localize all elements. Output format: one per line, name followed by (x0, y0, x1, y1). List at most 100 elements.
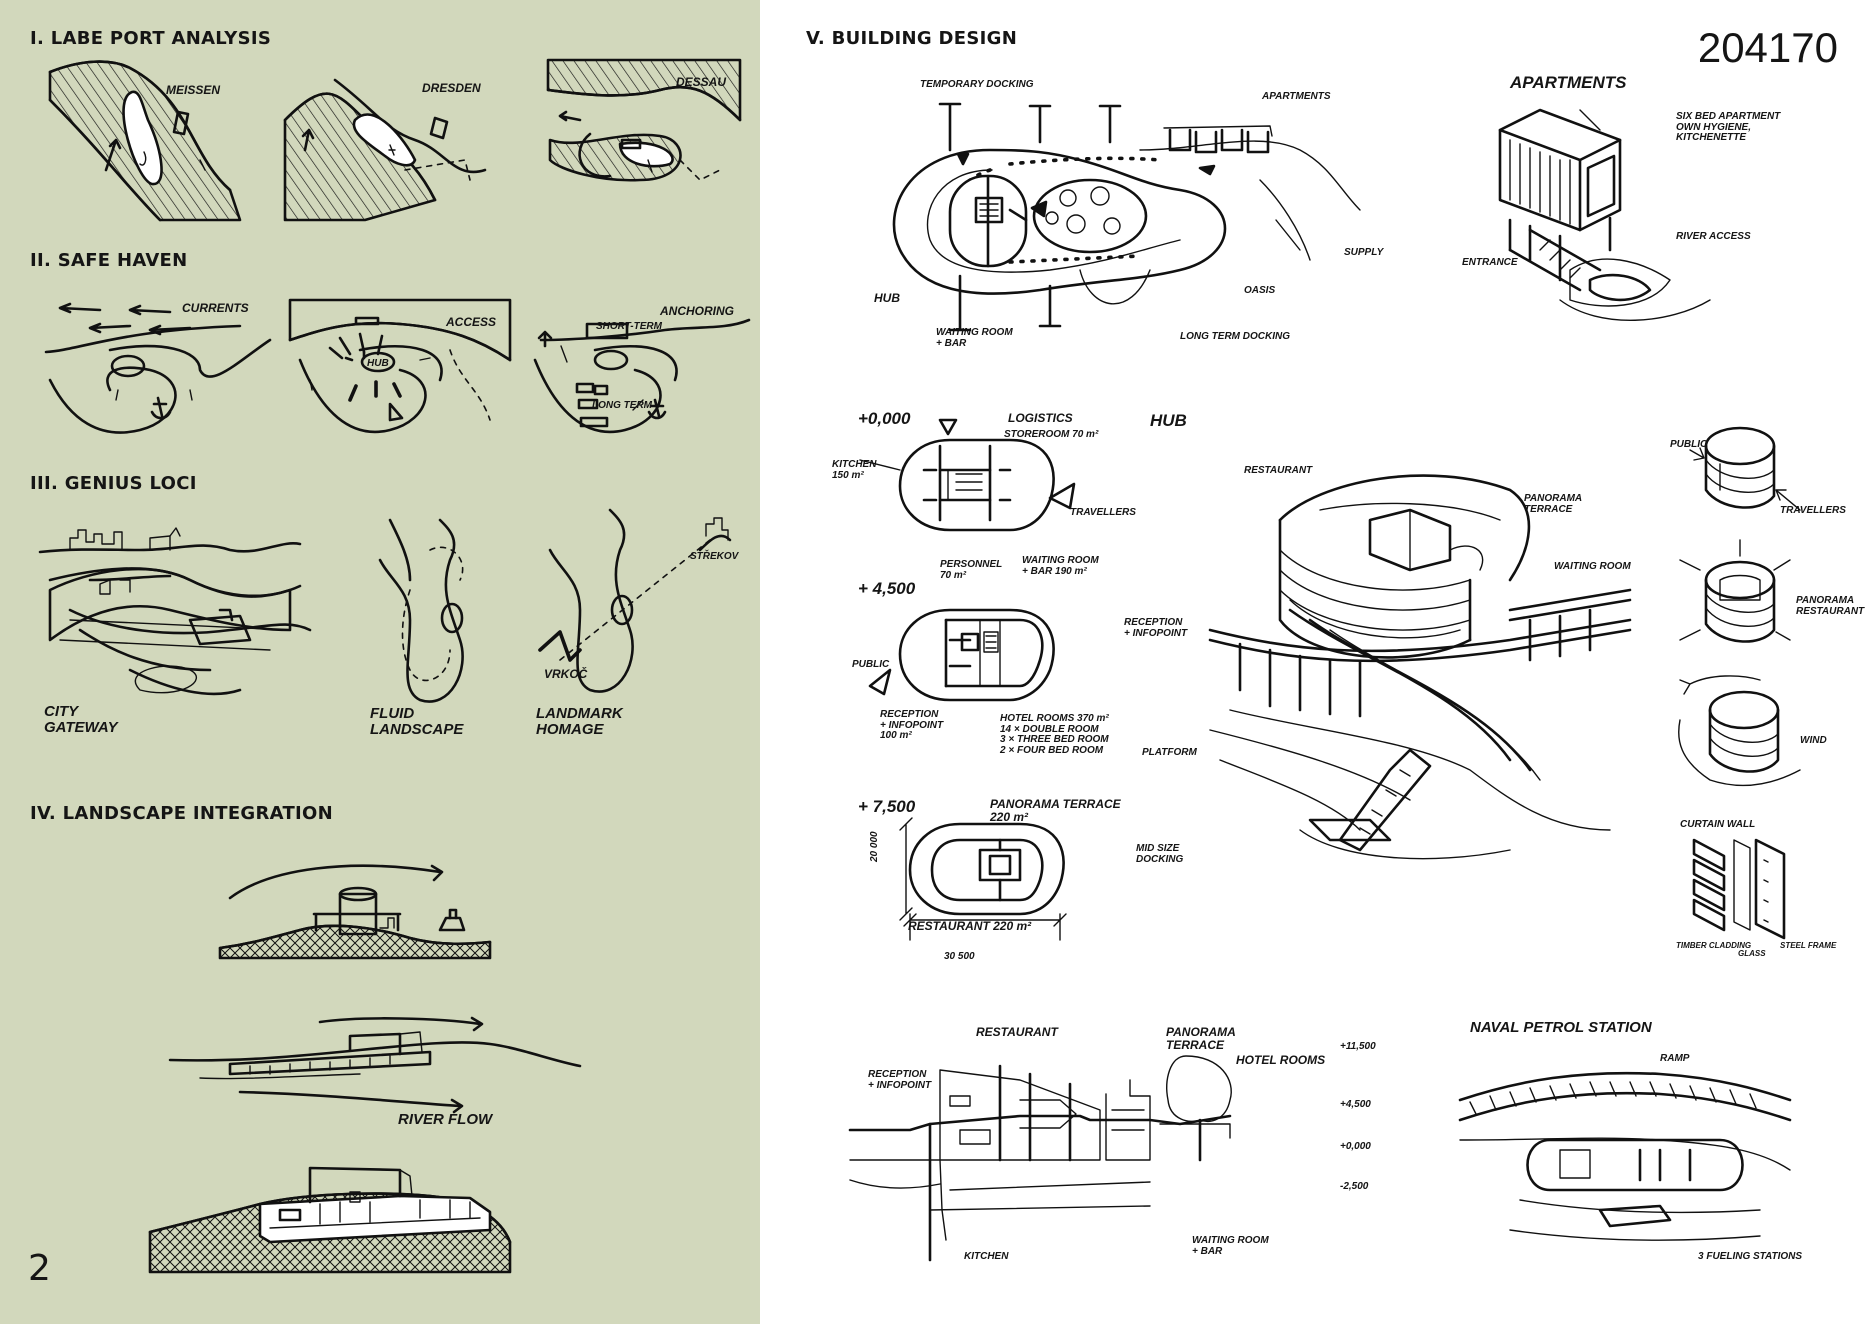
sketch-dessau (546, 58, 742, 182)
analysis-panel (0, 0, 760, 1324)
label-public-diagram: PUBLIC (1670, 439, 1708, 450)
label-apartments-plan: APARTMENTS (1262, 91, 1331, 102)
label-restaurant-plan: RESTAURANT 220 m² (908, 919, 1032, 933)
label-panorama-terrace-plan: PANORAMA TERRACE 220 m² (990, 797, 1121, 824)
label-waiting-room-persp: WAITING ROOM (1554, 561, 1631, 572)
label-hotel-rooms-section: HOTEL ROOMS (1236, 1053, 1326, 1067)
label-fluid-landscape: FLUID LANDSCAPE (370, 705, 464, 738)
label-hub-title: HUB (1150, 411, 1187, 430)
label-reception-section: RECEPTION + INFOPOINT (868, 1069, 932, 1091)
label-entrance: ENTRANCE (1462, 257, 1518, 268)
label-river-access: RIVER ACCESS (1676, 231, 1751, 242)
sketch-anchoring (533, 318, 751, 434)
sketch-access (288, 298, 512, 434)
page-number: 2 (28, 1248, 51, 1289)
diagram-panorama (1679, 539, 1791, 643)
label-long-term: LONG TERM (592, 400, 652, 411)
plan-level-2 (899, 817, 1067, 941)
label-wind: WIND (1800, 735, 1827, 746)
label-panorama-restaurant: PANORAMA RESTAURANT (1796, 595, 1865, 617)
label-level-0000: +0,000 (1340, 1141, 1371, 1152)
label-ramp: RAMP (1660, 1053, 1690, 1064)
label-petrol-title: NAVAL PETROL STATION (1470, 1019, 1652, 1036)
section-title-safe-haven: II. SAFE HAVEN (30, 250, 188, 271)
section-title-building-design: V. BUILDING DESIGN (806, 28, 1018, 49)
label-hub-small: HUB (367, 358, 389, 369)
label-timber-cladding: TIMBER CLADDING (1676, 941, 1752, 950)
sketch-landscape-1 (218, 864, 492, 960)
label-apartment-note: SIX BED APARTMENT OWN HYGIENE, KITCHENET… (1676, 111, 1781, 143)
label-waiting-room-plan: WAITING ROOM + BAR (936, 327, 1013, 349)
label-apartments-title: APARTMENTS (1510, 73, 1627, 92)
label-personnel: PERSONNEL 70 m² (940, 559, 1003, 581)
plan-level-0 (859, 418, 1076, 532)
label-hub-plan: HUB (874, 291, 900, 305)
sketch-landscape-2 (168, 1016, 582, 1114)
plan-level-1 (868, 608, 1055, 702)
label-city-gateway: CITY GATEWAY (44, 703, 118, 736)
label-level-4500: +4,500 (1340, 1099, 1371, 1110)
label-long-term-docking: LONG TERM DOCKING (1180, 331, 1290, 342)
label-short-term: SHORT-TERM (596, 321, 662, 332)
label-meissen: MEISSEN (166, 83, 221, 97)
label-temporary-docking: TEMPORARY DOCKING (920, 79, 1034, 90)
label-dessau: DESSAU (676, 75, 727, 89)
label-level-1: + 4,500 (858, 579, 916, 598)
sketch-site-plan (892, 102, 1361, 332)
label-panorama-terrace-persp: PANORAMA TERRACE (1524, 493, 1583, 515)
label-steel-frame: STEEL FRAME (1780, 941, 1837, 950)
label-landmark-homage: LANDMARK HOMAGE (536, 705, 623, 738)
label-dim-height: 20 000 (869, 831, 880, 862)
sketch-petrol-station (1458, 1071, 1792, 1241)
label-level-2: + 7,500 (858, 797, 916, 816)
label-waiting-bar-section: WAITING ROOM + BAR (1192, 1235, 1269, 1257)
label-fueling-stations: 3 FUELING STATIONS (1698, 1251, 1803, 1262)
label-level-minus-2500: -2,500 (1340, 1181, 1369, 1192)
section-title-genius-loci: III. GENIUS LOCI (30, 473, 197, 494)
label-logistics: LOGISTICS (1008, 411, 1073, 425)
label-dresden: DRESDEN (422, 81, 481, 95)
label-restaurant-section: RESTAURANT (976, 1025, 1058, 1039)
label-restaurant-persp: RESTAURANT (1244, 465, 1313, 476)
sketch-hub-perspective (1208, 474, 1632, 860)
label-storeroom: STOREROOM 70 m² (1004, 429, 1099, 440)
label-kitchen-section: KITCHEN (964, 1251, 1009, 1262)
label-public-plan: PUBLIC (852, 659, 890, 670)
sketch-section (848, 1055, 1232, 1262)
sketch-meissen (48, 60, 242, 222)
label-supply: SUPPLY (1344, 247, 1384, 258)
sketch-landmark-homage (538, 508, 732, 693)
sketch-city-gateway (38, 527, 312, 696)
label-travellers-diagram: TRAVELLERS (1780, 505, 1846, 516)
sketch-dresden (283, 78, 487, 222)
label-hotel-rooms: HOTEL ROOMS 370 m² 14 × DOUBLE ROOM 3 × … (1000, 713, 1109, 756)
label-oasis: OASIS (1244, 285, 1276, 296)
sketch-apartment (1498, 108, 1711, 322)
section-title-landscape-integration: IV. LANDSCAPE INTEGRATION (30, 803, 334, 824)
diagram-wind (1678, 675, 1801, 787)
label-currents: CURRENTS (182, 301, 249, 315)
sketch-currents (44, 302, 272, 434)
label-access: ACCESS (446, 315, 497, 329)
diagram-access-volume (1689, 426, 1801, 511)
sketch-landscape-3 (148, 1166, 512, 1274)
label-level-0: +0,000 (858, 409, 911, 428)
label-strekov: STŘEKOV (690, 551, 739, 562)
label-panorama-terrace-section: PANORAMA TERRACE (1166, 1025, 1236, 1052)
label-mid-size-docking: MID SIZE DOCKING (1136, 843, 1184, 865)
label-reception: RECEPTION + INFOPOINT 100 m² (880, 709, 944, 741)
diagram-curtain-wall (1692, 838, 1786, 940)
label-kitchen: KITCHEN 150 m² (832, 459, 877, 481)
section-title-port-analysis: I. LABE PORT ANALYSIS (30, 28, 272, 49)
label-river-flow: RIVER FLOW (398, 1111, 493, 1128)
label-waiting-bar: WAITING ROOM + BAR 190 m² (1022, 555, 1099, 577)
label-dim-width: 30 500 (944, 951, 975, 962)
sketch-fluid-landscape (378, 518, 464, 703)
project-number: 204170 (1697, 24, 1838, 71)
label-glass: GLASS (1738, 949, 1766, 958)
label-anchoring: ANCHORING (660, 304, 734, 318)
label-platform: PLATFORM (1142, 747, 1197, 758)
label-vrkoc: VRKOČ (544, 667, 588, 681)
label-level-11500: +11,500 (1340, 1041, 1376, 1052)
label-curtain-wall: CURTAIN WALL (1680, 819, 1756, 830)
